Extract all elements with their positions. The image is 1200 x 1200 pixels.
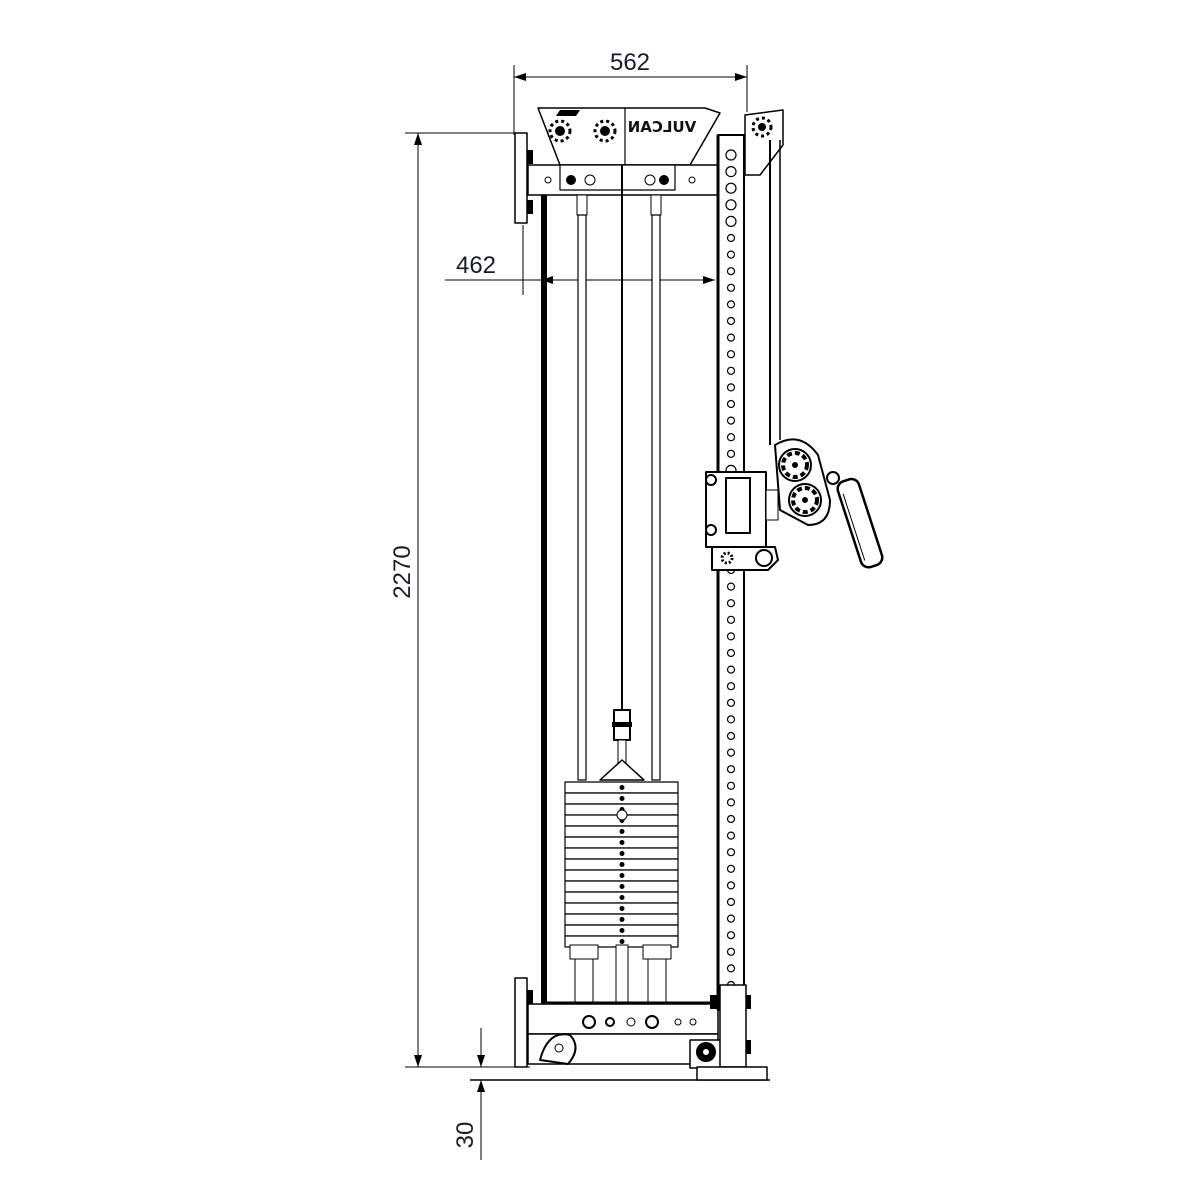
upright-hole (726, 582, 736, 591)
upright-hole (726, 648, 736, 658)
selector-pin-hole (619, 895, 625, 900)
upright-hole (725, 199, 737, 211)
logo-emblem-icon (548, 110, 617, 143)
upright-hole (726, 682, 736, 691)
selector-pin (616, 809, 628, 821)
upright-hole (726, 267, 736, 276)
upright-hole (726, 300, 736, 309)
upright-hole (726, 881, 736, 890)
upright-hole (726, 748, 736, 757)
upright-hole (726, 449, 736, 458)
upright-hole (726, 964, 736, 973)
upright-hole (726, 665, 736, 674)
upright-hole (726, 233, 736, 243)
machine-frame: VULCAN (514, 107, 884, 1081)
dimension-total-height: 2270 (389, 132, 530, 1068)
upright-hole (726, 383, 736, 392)
upright-hole (726, 897, 736, 907)
cable-carriage (705, 438, 884, 571)
upright-hole (725, 182, 737, 194)
upright-hole (726, 333, 736, 342)
selector-pin-hole (619, 851, 625, 856)
selector-pin-hole (619, 884, 625, 889)
upright-hole (726, 615, 736, 624)
upright-hole (726, 283, 736, 292)
selector-pin-hole (619, 873, 625, 878)
dimension-inner-width: 462 (445, 225, 715, 295)
upright-hole (726, 731, 736, 741)
selector-pin-hole (619, 862, 625, 867)
selector-pin-hole (619, 840, 625, 845)
upright-hole (726, 350, 736, 359)
upright-hole (726, 416, 736, 425)
dimension-label-total-height: 2270 (389, 545, 416, 598)
upright-hole (726, 366, 736, 375)
upright-hole (726, 399, 736, 409)
upright-hole (726, 864, 736, 873)
upright-hole (726, 814, 736, 824)
dimension-label-inner-width: 462 (456, 252, 496, 279)
upright-hole (726, 316, 736, 326)
upright-hole (726, 947, 736, 956)
upright-hole (726, 798, 736, 807)
upright-hole (726, 250, 736, 259)
dimension-label-top-width: 562 (610, 49, 650, 76)
dimension-floor-clearance: 30 (452, 1028, 770, 1160)
brand-logo: VULCAN (628, 118, 697, 136)
upright-hole (726, 632, 736, 641)
upright-hole (726, 848, 736, 857)
selector-pin-hole (619, 785, 625, 790)
upright-hole (725, 215, 737, 227)
upright-hole (726, 914, 736, 923)
handle (836, 477, 884, 569)
upright-hole (726, 599, 736, 608)
upright-hole (726, 715, 736, 724)
selector-pin-hole (619, 906, 625, 911)
upright-hole (726, 781, 736, 790)
selector-pin-hole (619, 829, 625, 834)
dimension-top-width: 562 (513, 49, 748, 135)
upright-hole (726, 931, 736, 940)
upright-hole (725, 149, 737, 161)
selector-pin-hole (619, 917, 625, 922)
upright-hole (726, 433, 736, 442)
selector-pin-hole (619, 928, 625, 933)
selector-pin-hole (619, 939, 625, 944)
selector-pin-hole (619, 796, 625, 801)
upright-hole (726, 765, 736, 774)
upright-hole (726, 831, 736, 840)
weight-stack (564, 781, 679, 994)
upright-hole (726, 698, 736, 707)
dimension-label-floor-clearance: 30 (452, 1122, 479, 1149)
upright-hole (725, 166, 737, 178)
